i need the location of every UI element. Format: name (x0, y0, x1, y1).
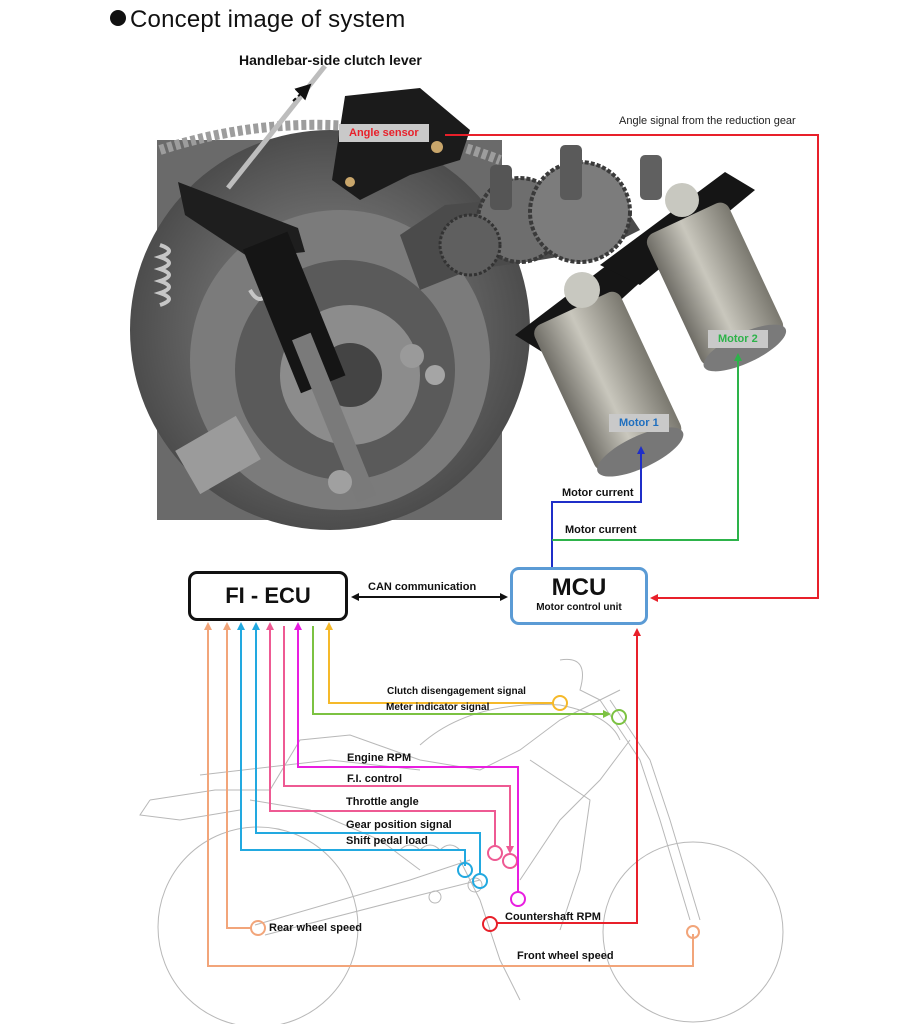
angle-signal-arrowhead (650, 594, 658, 602)
rear-wheel-speed-line (226, 626, 252, 929)
handlebar-direction-arrow (292, 83, 312, 102)
motor2-tag: Motor 2 (708, 330, 768, 348)
fi-control-arrowhead (506, 846, 514, 854)
meter-indicator-label: Meter indicator signal (386, 702, 490, 713)
gear-position-line (255, 626, 481, 874)
bullet-icon (110, 10, 126, 26)
shift-pedal-arrowhead (237, 622, 245, 630)
engine-rpm-line (297, 626, 519, 892)
countershaft-sensor-icon (482, 916, 498, 932)
throttle-angle-arrowhead (266, 622, 274, 630)
injector-icon (502, 853, 518, 869)
shift-pedal-load-label: Shift pedal load (346, 835, 428, 847)
can-communication-label: CAN communication (368, 581, 477, 593)
fi-control-line (283, 626, 511, 850)
clutch-disengagement-arrowhead (325, 622, 333, 630)
meter-indicator-arrowhead (603, 710, 611, 718)
angle-signal-line (445, 134, 819, 599)
front-wheel-arrowhead (204, 622, 212, 630)
gear-position-sensor-icon (472, 873, 488, 889)
countershaft-rpm-label: Countershaft RPM (505, 911, 601, 923)
motor2-current-line (552, 357, 739, 541)
title-text: Concept image of system (130, 6, 406, 33)
front-wheel-speed-label: Front wheel speed (517, 950, 614, 962)
front-wheel-speed-line (207, 626, 694, 967)
motor1-arrowhead (637, 446, 645, 454)
gear-position-arrowhead (252, 622, 260, 630)
mcu-box: MCU Motor control unit (510, 567, 648, 625)
motor1-current-line (551, 450, 642, 567)
angle-signal-label: Angle signal from the reduction gear (619, 115, 796, 127)
engine-rpm-sensor-icon (510, 891, 526, 907)
motor2-current-label: Motor current (565, 524, 637, 536)
fi-ecu-box: FI - ECU (188, 571, 348, 621)
motor1-current-label: Motor current (562, 487, 634, 499)
angle-sensor-tag: Angle sensor (339, 124, 429, 142)
meter-icon (611, 709, 627, 725)
fi-control-label: F.I. control (347, 773, 402, 785)
mcu-title: MCU (551, 574, 607, 601)
shift-pedal-sensor-icon (457, 862, 473, 878)
rear-wheel-sensor-icon (250, 920, 266, 936)
throttle-angle-label: Throttle angle (346, 796, 419, 808)
throttle-sensor-icon (487, 845, 503, 861)
rear-wheel-speed-label: Rear wheel speed (269, 922, 362, 934)
page-title: Concept image of system (110, 6, 405, 34)
throttle-angle-line (269, 626, 496, 846)
front-wheel-sensor-icon (686, 925, 700, 939)
can-arrow-left (351, 593, 359, 601)
meter-indicator-line (312, 626, 606, 715)
engine-rpm-arrowhead (294, 622, 302, 630)
fi-ecu-label: FI - ECU (225, 583, 311, 608)
engine-rpm-label: Engine RPM (347, 752, 412, 764)
motor1-tag: Motor 1 (609, 414, 669, 432)
motor2-arrowhead (734, 353, 742, 361)
shift-pedal-line (240, 626, 466, 866)
rear-wheel-arrowhead (223, 622, 231, 630)
clutch-disengagement-label: Clutch disengagement signal (387, 686, 526, 697)
mcu-subtitle: Motor control unit (536, 602, 622, 613)
gear-position-label: Gear position signal (346, 819, 452, 831)
clutch-disengagement-line (328, 626, 553, 704)
clutch-switch-icon (552, 695, 568, 711)
countershaft-line (497, 632, 638, 924)
handlebar-clutch-lever-label: Handlebar-side clutch lever (239, 52, 422, 68)
can-arrow-right (500, 593, 508, 601)
countershaft-arrowhead (633, 628, 641, 636)
